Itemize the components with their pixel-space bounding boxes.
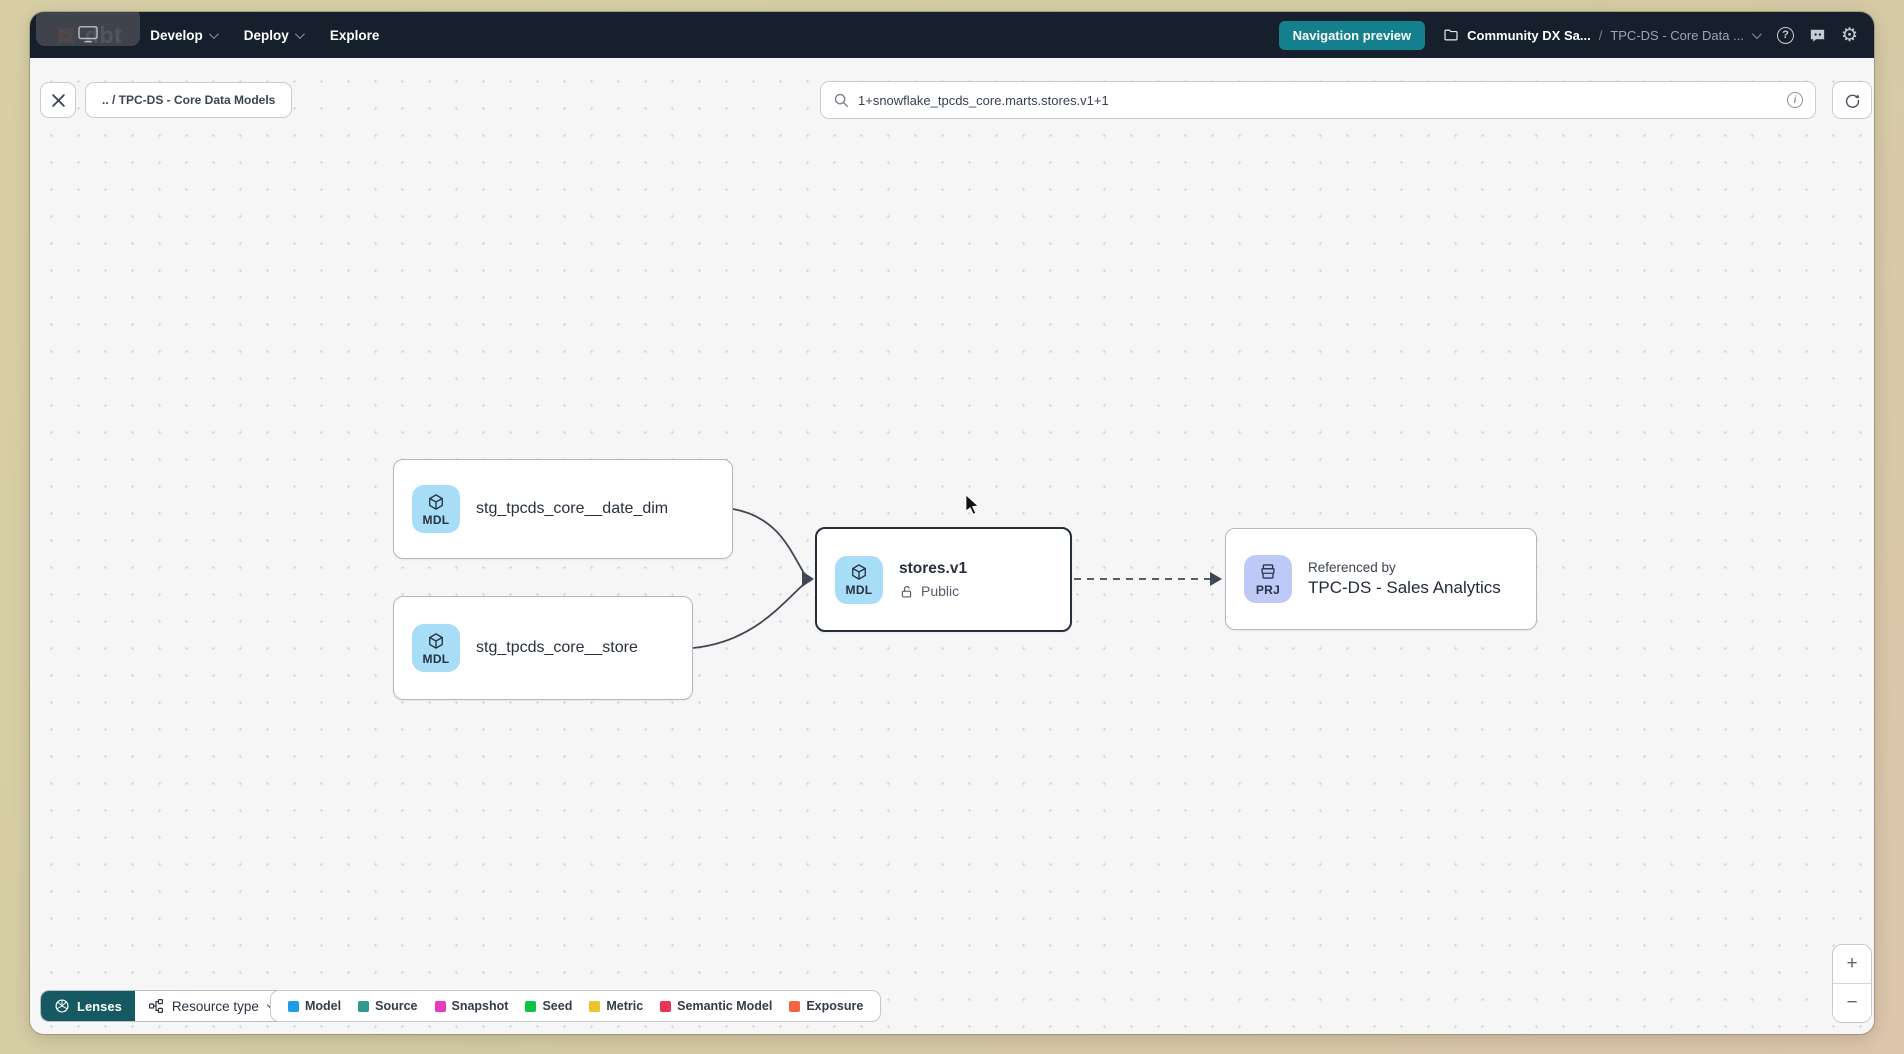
top-navbar: dbt Develop Deploy Explore Navigation pr… (30, 12, 1874, 58)
archive-icon (1261, 563, 1275, 579)
badge-label: PRJ (1255, 582, 1281, 597)
legend-swatch (660, 1000, 672, 1012)
breadcrumb-current: TPC-DS - Core Data ... (1610, 27, 1744, 43)
info-icon[interactable]: i (1787, 92, 1803, 108)
legend-item-semantic-model: Semantic Model (660, 999, 772, 1013)
legend-swatch (789, 1000, 801, 1012)
legend-swatch (589, 1000, 601, 1012)
node-title: stg_tpcds_core__store (476, 639, 638, 656)
legend-item-metric: Metric (589, 999, 643, 1013)
unlock-icon (901, 585, 912, 598)
close-lineage-button[interactable] (40, 82, 76, 118)
node-stg-tpcds-core-store[interactable]: MDL stg_tpcds_core__store (393, 596, 693, 700)
model-badge: MDL (412, 485, 460, 533)
legend-swatch (358, 1000, 370, 1012)
lineage-selector-input[interactable] (858, 92, 1778, 108)
breadcrumb-separator: / (1598, 27, 1603, 43)
node-title: TPC-DS - Sales Analytics (1308, 578, 1501, 597)
lens-aperture-icon (55, 999, 69, 1013)
question-icon: ? (1776, 26, 1794, 44)
resource-graph-icon (148, 999, 163, 1013)
legend-label: Metric (606, 999, 644, 1013)
navigation-preview-button[interactable]: Navigation preview (1278, 20, 1426, 50)
legend-label: Exposure (806, 999, 864, 1013)
node-stores-v1-selected[interactable]: MDL stores.v1 Public (815, 527, 1072, 632)
badge-label: MDL (845, 583, 873, 597)
nav-deploy[interactable]: Deploy (243, 27, 305, 43)
chevron-down-icon (208, 28, 219, 39)
monitor-icon (78, 26, 98, 43)
node-text-block: stores.v1 Public (899, 560, 967, 599)
legend-swatch (434, 1000, 446, 1012)
legend-label: Semantic Model (677, 999, 773, 1013)
nav-links: Develop Deploy Explore (150, 28, 379, 43)
node-referenced-by-sales-analytics[interactable]: PRJ Referenced by TPC-DS - Sales Analyti… (1225, 528, 1537, 630)
resource-legend: Model Source Snapshot Seed Metric Semant… (270, 990, 882, 1022)
legend-swatch (525, 1000, 537, 1012)
settings-button[interactable]: ⚙ (1841, 26, 1858, 45)
refresh-lineage-button[interactable] (1832, 81, 1872, 119)
node-text-block: Referenced by TPC-DS - Sales Analytics (1308, 560, 1501, 598)
chevron-down-icon (1751, 28, 1762, 39)
lineage-path-chip[interactable]: .. / TPC-DS - Core Data Models (85, 82, 293, 118)
cube-icon (429, 493, 443, 510)
lens-controls: Lenses Resource type (40, 990, 288, 1022)
node-access-label: Public (921, 583, 960, 599)
legend-label: Model (305, 999, 342, 1013)
legend-item-snapshot: Snapshot (434, 999, 509, 1013)
referenced-by-label: Referenced by (1308, 560, 1396, 575)
badge-label: MDL (422, 651, 450, 666)
lineage-search-bar: i (820, 81, 1816, 119)
legend-label: Source (375, 999, 418, 1013)
node-title: stores.v1 (899, 560, 968, 577)
navbar-icon-group: ? ⚙ (1776, 26, 1858, 45)
legend-item-source: Source (358, 999, 418, 1013)
legend-label: Seed (542, 999, 573, 1013)
lenses-button[interactable]: Lenses (41, 991, 135, 1021)
model-badge: MDL (835, 555, 883, 604)
nav-explore[interactable]: Explore (330, 28, 380, 43)
node-stg-tpcds-core-date-dim[interactable]: MDL stg_tpcds_core__date_dim (393, 459, 733, 559)
project-badge: PRJ (1244, 555, 1292, 603)
lineage-canvas[interactable] (30, 58, 1874, 1034)
close-icon (51, 93, 65, 107)
gear-icon: ⚙ (1840, 24, 1858, 46)
navbar-right: Navigation preview Community DX Sa... / … (1278, 20, 1858, 50)
nav-deploy-label: Deploy (243, 27, 289, 43)
folder-icon (1444, 29, 1458, 41)
app-window: dbt Develop Deploy Explore Navigation pr… (30, 12, 1874, 1034)
badge-label: MDL (422, 512, 450, 527)
divider (1833, 983, 1871, 984)
chat-icon (1810, 29, 1825, 42)
cube-icon (852, 564, 866, 580)
nav-develop[interactable]: Develop (150, 27, 219, 43)
refresh-icon (1845, 93, 1859, 108)
feedback-button[interactable] (1808, 26, 1827, 45)
chevron-down-icon (294, 28, 305, 39)
zoom-controls: + − (1832, 944, 1872, 1023)
help-button[interactable]: ? (1776, 26, 1794, 44)
node-access: Public (899, 583, 967, 599)
legend-item-model: Model (288, 999, 341, 1013)
nav-explore-label: Explore (329, 27, 380, 43)
resource-type-dropdown[interactable]: Resource type (134, 991, 287, 1021)
breadcrumb-project: Community DX Sa... (1467, 27, 1591, 43)
breadcrumb[interactable]: Community DX Sa... / TPC-DS - Core Data … (1443, 27, 1762, 43)
legend-label: Snapshot (451, 999, 509, 1013)
nav-develop-label: Develop (150, 27, 203, 43)
legend-item-seed: Seed (525, 999, 572, 1013)
search-icon (834, 93, 848, 107)
lenses-label: Lenses (77, 998, 122, 1014)
model-badge: MDL (412, 624, 460, 672)
cube-icon (429, 632, 443, 649)
screen-capture-artifact (36, 12, 140, 46)
zoom-in-button[interactable]: + (1833, 945, 1871, 983)
resource-type-label: Resource type (171, 998, 259, 1014)
legend-item-exposure: Exposure (789, 999, 863, 1013)
legend-swatch (288, 1000, 299, 1012)
zoom-out-button[interactable]: − (1833, 984, 1871, 1022)
node-title: stg_tpcds_core__date_dim (476, 500, 669, 517)
